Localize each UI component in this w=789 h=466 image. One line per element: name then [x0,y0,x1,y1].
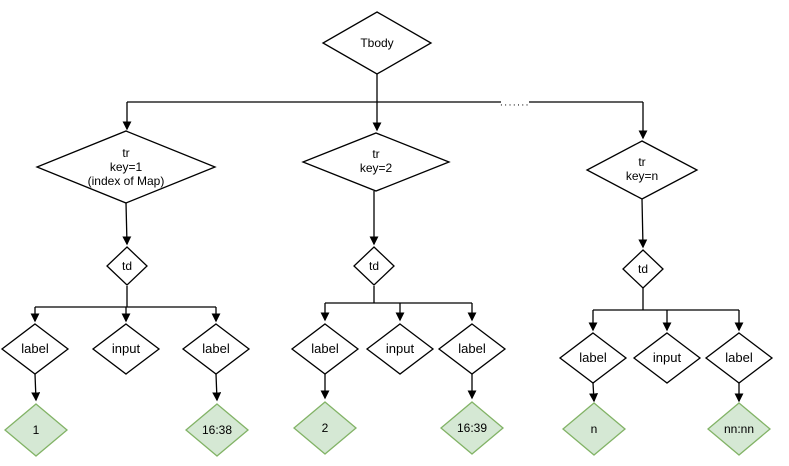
tr3-line2: key=n [626,169,658,183]
node-td2: td [353,246,395,286]
node-input1: input [91,323,161,375]
node-tr1: tr key=1 (index of Map) [35,130,217,204]
input1-diamond [91,323,161,375]
td1-diamond [106,246,148,286]
label1b-diamond [181,323,251,375]
node-label1b: label [181,323,251,375]
node-tr2: tr key=2 [301,132,451,192]
input3-diamond [632,332,702,384]
edge-label3a-leaf [589,382,599,403]
label2b-text: label [458,341,486,356]
td3-diamond [622,249,664,289]
label3a-text: label [579,350,607,365]
edge-label1b-leaf [212,373,222,402]
node-label2a: label [290,323,360,375]
edge-label1a-leaf [31,373,41,402]
label2a-diamond [290,323,360,375]
node-input2: input [365,323,435,375]
leaf-1-diamond [3,403,69,457]
leaf-nnnn-text: nn:nn [724,422,754,436]
node-label1a: label [0,323,70,375]
td2-diamond [353,246,395,286]
tr3-line1: tr [638,155,645,169]
leaf-n-text: n [591,422,598,436]
leaf-2: 2 [292,401,358,455]
label1a-diamond [0,323,70,375]
ellipsis-label: ....... [500,98,530,109]
label1b-text: label [202,341,230,356]
label1a-text: label [21,341,49,356]
tr1-diamond [35,130,217,204]
leaf-1: 1 [3,403,69,457]
leaf-n-diamond [561,402,627,456]
node-td1: td [106,246,148,286]
td2-label: td [369,259,379,273]
tr1-line1: tr [122,146,129,160]
label2a-text: label [311,341,339,356]
input1-text: input [112,341,141,356]
node-tbody: Tbody [321,11,433,75]
leaf-2-text: 2 [322,421,329,435]
leaf-1638-text: 16:38 [202,423,232,437]
tbody-diamond [321,11,433,75]
leaf-1639-text: 16:39 [457,421,487,435]
connectors: ....... [30,74,744,403]
leaf-nnnn: nn:nn [706,402,772,456]
tr1-line2: key=1 [110,160,143,174]
td3-label: td [638,262,648,276]
edge-tr1-td1 [122,202,132,246]
node-label2b: label [437,323,507,375]
tr2-line1: tr [372,147,379,161]
node-label3a: label [558,332,628,384]
input2-diamond [365,323,435,375]
leaf-1638: 16:38 [184,403,250,457]
td1-label: td [122,259,132,273]
leaf-1639-diamond [439,401,505,455]
label2b-diamond [437,323,507,375]
tr2-line2: key=2 [360,161,393,175]
label3b-diamond [704,332,774,384]
leaf-1638-diamond [184,403,250,457]
node-td3: td [622,249,664,289]
leaf-n: n [561,402,627,456]
node-label3b: label [704,332,774,384]
tr2-diamond [301,132,451,192]
tbody-label: Tbody [360,36,393,50]
label3b-text: label [725,350,753,365]
node-input3: input [632,332,702,384]
tr3-diamond [585,140,699,200]
leaf-nnnn-diamond [706,402,772,456]
leaf-1-text: 1 [33,423,40,437]
input2-text: input [386,341,415,356]
label3a-diamond [558,332,628,384]
edge-tr3-td3 [638,198,648,249]
input3-text: input [653,350,682,365]
leaf-1639: 16:39 [439,401,505,455]
tr1-line3: (index of Map) [88,174,165,188]
leaf-2-diamond [292,401,358,455]
node-tr3: tr key=n [585,140,699,200]
